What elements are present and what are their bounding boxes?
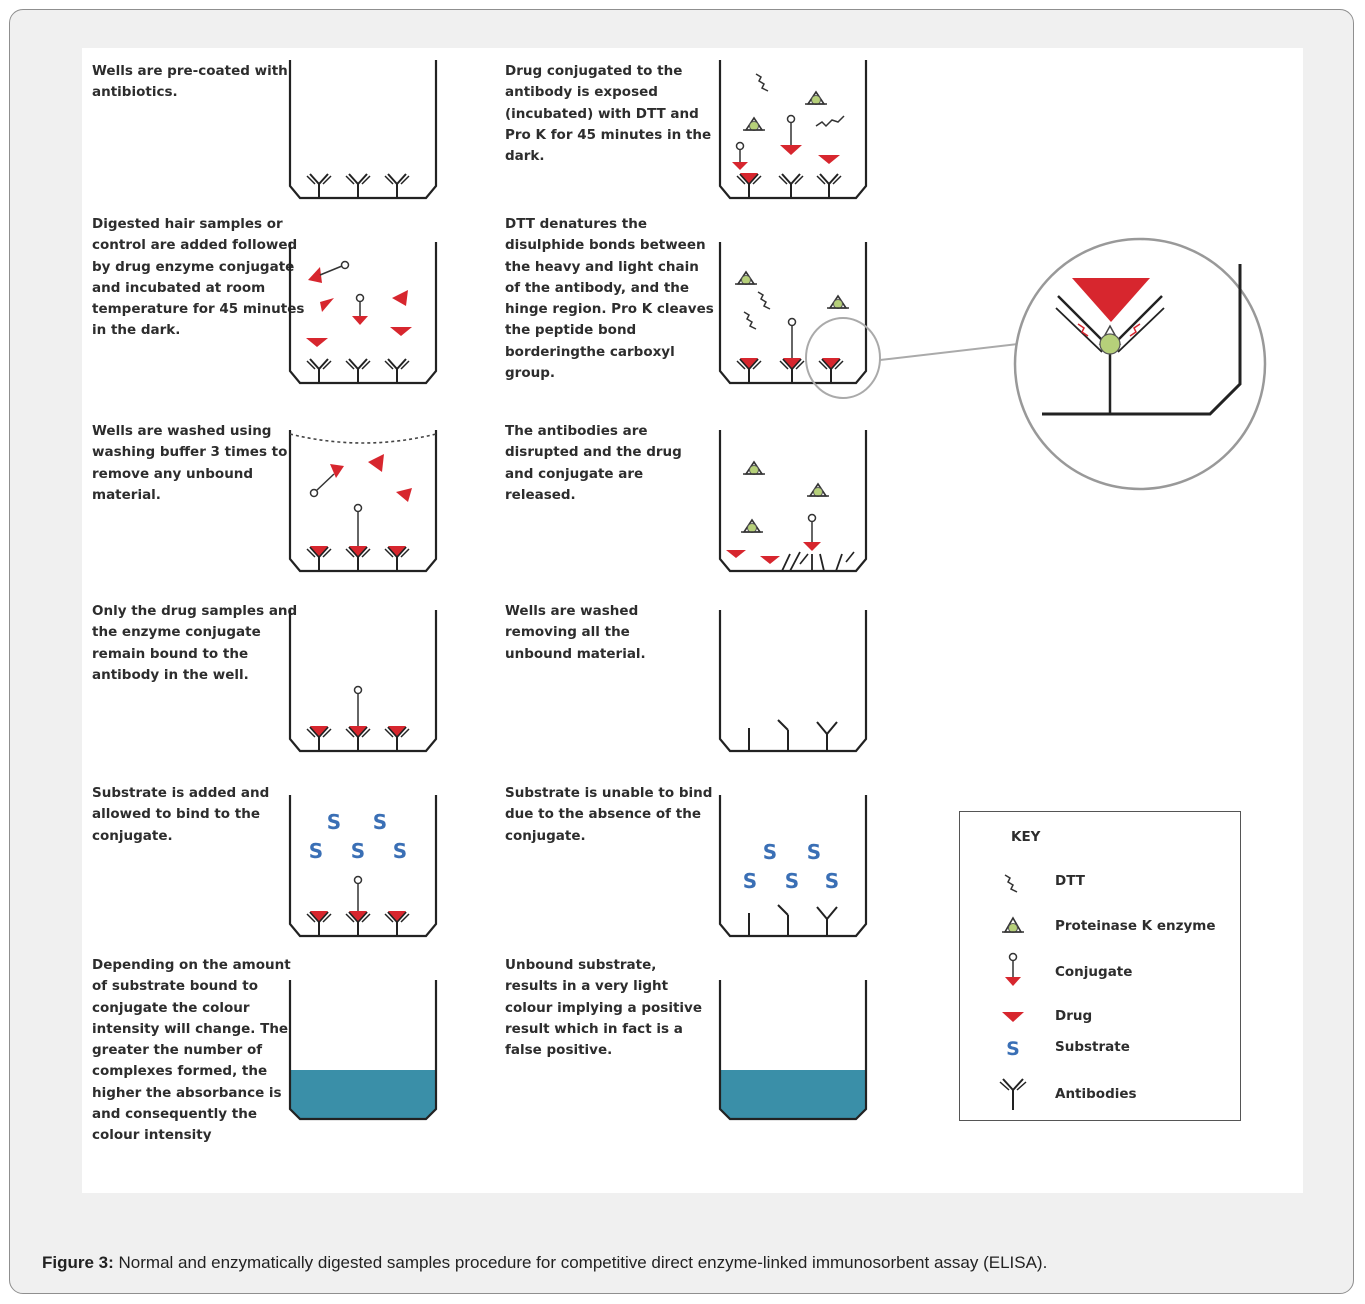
step-right-4-text: Wells are washed removing all the unboun… xyxy=(505,603,646,662)
antibody-icon xyxy=(307,726,331,751)
key-label-drug: Drug xyxy=(1055,1008,1093,1024)
proteinase-k-icon xyxy=(826,295,850,310)
key-label-proteinase-k: Proteinase K enzyme xyxy=(1055,918,1216,934)
drug-icon xyxy=(1002,1012,1024,1022)
antibody-icon xyxy=(345,173,371,199)
antibody-icon xyxy=(780,358,804,383)
substrate-icon: S xyxy=(393,839,407,863)
key-row-proteinase-k: Proteinase K enzyme xyxy=(960,912,1240,942)
antibody-icon xyxy=(307,911,331,936)
antibody-icon xyxy=(816,173,842,199)
step-left-3-text: Wells are washed using washing buffer 3 … xyxy=(92,423,288,503)
zoom-detail xyxy=(1013,237,1267,491)
dtt-icon xyxy=(755,73,769,92)
key-title: KEY xyxy=(1011,829,1041,845)
step-right-6-text: Unbound substrate, results in a very lig… xyxy=(505,957,702,1059)
substrate-icon: S xyxy=(785,869,799,893)
substrate-icon: S xyxy=(825,869,839,893)
conjugate-icon xyxy=(1005,952,1021,986)
well-left-5: S S S S S xyxy=(288,795,438,938)
conjugate-icon xyxy=(351,293,369,326)
substrate-icon: S xyxy=(763,840,777,864)
proteinase-k-icon xyxy=(734,271,758,286)
antibody-icon xyxy=(306,173,332,199)
key-label-dtt: DTT xyxy=(1055,873,1085,889)
antibody-icon xyxy=(385,911,409,936)
step-left-5-text: Substrate is added and allowed to bind t… xyxy=(92,785,270,844)
antibody-icon xyxy=(819,358,843,383)
key-row-antibodies: Antibodies xyxy=(960,1074,1240,1114)
step-right-5-text: Substrate is unable to bind due to the a… xyxy=(505,785,713,844)
step-left-1-text: Wells are pre-coated with antibiotics. xyxy=(92,63,288,101)
proteinase-k-icon xyxy=(742,461,766,476)
legend-key: KEY DTT Proteinase K enzyme Conjugate Dr… xyxy=(959,811,1241,1121)
antibody-icon xyxy=(307,546,331,571)
antibody-icon xyxy=(345,358,371,384)
antibody-icon xyxy=(306,358,332,384)
antibody-icon xyxy=(385,546,409,571)
antibody-icon xyxy=(346,726,370,751)
step-right-2-text: DTT denatures the disulphide bonds betwe… xyxy=(505,216,714,382)
substrate-icon: S xyxy=(309,839,323,863)
dtt-icon xyxy=(1004,874,1018,893)
dtt-icon xyxy=(757,291,771,310)
antibody-icon xyxy=(346,911,370,936)
well-left-2 xyxy=(288,242,438,385)
proteinase-k-icon xyxy=(740,519,764,534)
key-row-conjugate: Conjugate xyxy=(960,952,1240,992)
well-right-1 xyxy=(718,60,868,200)
key-row-substrate: S Substrate xyxy=(960,1033,1240,1063)
well-left-6 xyxy=(288,980,438,1121)
antibody-icon xyxy=(737,173,761,198)
figure-caption: Figure 3: Normal and enzymatically diges… xyxy=(42,1253,1332,1273)
key-row-dtt: DTT xyxy=(960,867,1240,897)
caption-text: Normal and enzymatically digested sample… xyxy=(113,1253,1048,1272)
well-right-2 xyxy=(718,242,868,385)
proteinase-k-icon xyxy=(1002,916,1024,933)
well-right-4 xyxy=(718,610,868,753)
well-left-4 xyxy=(288,610,438,753)
step-left-6-clip: Depending on the amount of substrate bou… xyxy=(92,955,307,1188)
svg-text:S: S xyxy=(1006,1038,1020,1060)
step-right-1-text: Drug conjugated to the antibody is expos… xyxy=(505,63,712,165)
substrate-icon: S xyxy=(373,810,387,834)
caption-label: Figure 3: xyxy=(42,1253,114,1272)
antibody-icon xyxy=(737,358,761,383)
antibody-icon xyxy=(346,546,370,571)
step-left-2-text: Digested hair samples or control are add… xyxy=(92,216,305,339)
proteinase-k-icon xyxy=(806,483,830,498)
antibody-icon xyxy=(384,358,410,384)
antibody-icon xyxy=(385,726,409,751)
substrate-icon: S xyxy=(743,869,757,893)
proteinase-k-icon xyxy=(742,117,766,132)
dtt-icon xyxy=(743,311,757,330)
key-label-antibodies: Antibodies xyxy=(1055,1086,1137,1102)
step-left-4-text: Only the drug samples and the enzyme con… xyxy=(92,603,298,683)
well-right-5: S S S S S xyxy=(718,795,868,938)
antibody-icon xyxy=(778,173,804,199)
step-right-3-text: The antibodies are disrupted and the dru… xyxy=(505,423,682,503)
antibody-icon xyxy=(384,173,410,199)
well-right-6 xyxy=(718,980,868,1121)
key-label-substrate: Substrate xyxy=(1055,1039,1130,1055)
well-left-1 xyxy=(288,60,438,200)
substrate-icon: S xyxy=(1006,1038,1020,1060)
step-left-6-text: Depending on the amount of substrate bou… xyxy=(92,957,291,1144)
well-right-3 xyxy=(718,430,868,573)
substrate-icon: S xyxy=(351,839,365,863)
antibody-icon xyxy=(999,1078,1027,1110)
proteinase-k-icon xyxy=(804,91,828,106)
key-label-conjugate: Conjugate xyxy=(1055,964,1133,980)
key-row-drug: Drug xyxy=(960,1002,1240,1032)
substrate-icon: S xyxy=(327,810,341,834)
well-left-3 xyxy=(288,430,438,573)
substrate-icon: S xyxy=(807,840,821,864)
